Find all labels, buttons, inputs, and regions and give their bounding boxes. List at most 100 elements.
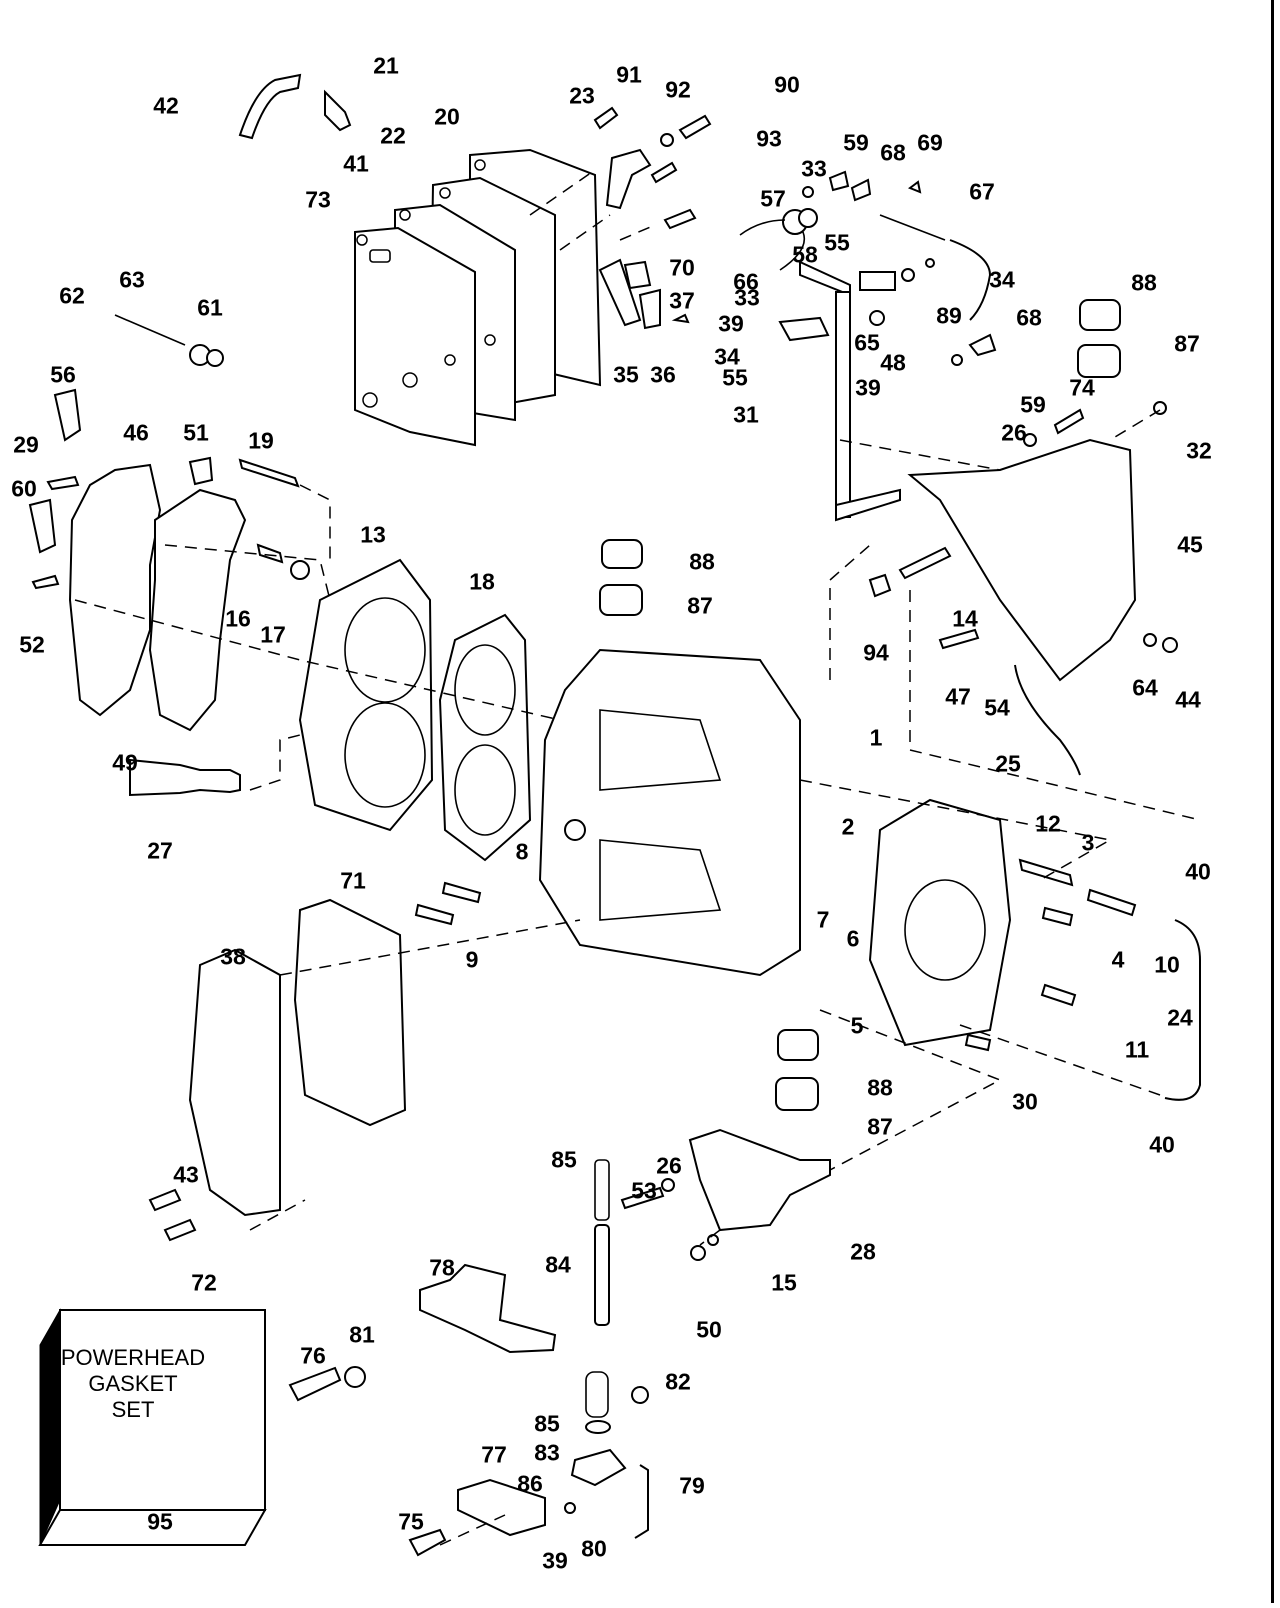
callout-14: 14 bbox=[952, 605, 978, 632]
callout-54: 54 bbox=[984, 694, 1010, 721]
callout-87: 87 bbox=[687, 592, 713, 619]
callout-34: 34 bbox=[714, 343, 740, 370]
callout-65: 65 bbox=[854, 329, 880, 356]
callout-29: 29 bbox=[13, 431, 39, 458]
callout-95: 95 bbox=[147, 1508, 173, 1535]
callout-84: 84 bbox=[545, 1251, 571, 1278]
callout-17: 17 bbox=[260, 621, 286, 648]
callout-43: 43 bbox=[173, 1161, 199, 1188]
callout-70: 70 bbox=[669, 254, 695, 281]
bracket-91 bbox=[593, 106, 712, 210]
callout-34: 34 bbox=[989, 266, 1015, 293]
callout-6: 6 bbox=[846, 925, 860, 952]
crankcase-block-1 bbox=[538, 648, 801, 977]
callout-88: 88 bbox=[689, 548, 715, 575]
callout-83: 83 bbox=[534, 1439, 560, 1466]
gasket-set-line-1: POWERHEAD bbox=[60, 1345, 206, 1370]
callout-77: 77 bbox=[481, 1441, 507, 1468]
callout-68: 68 bbox=[1016, 304, 1042, 331]
callout-25: 25 bbox=[995, 750, 1021, 777]
callout-88: 88 bbox=[867, 1074, 893, 1101]
callout-86: 86 bbox=[517, 1470, 543, 1497]
callout-40: 40 bbox=[1149, 1131, 1175, 1158]
callout-88: 88 bbox=[1131, 269, 1157, 296]
callout-26: 26 bbox=[656, 1152, 682, 1179]
engine-mounts-upper bbox=[599, 299, 1121, 1111]
callout-21: 21 bbox=[373, 52, 399, 79]
callout-51: 51 bbox=[183, 419, 209, 446]
callout-68: 68 bbox=[880, 139, 906, 166]
callout-91: 91 bbox=[616, 61, 642, 88]
crankcase-cover bbox=[868, 798, 1201, 1101]
callout-11: 11 bbox=[1124, 1036, 1150, 1063]
callout-64: 64 bbox=[1132, 674, 1158, 701]
callout-26: 26 bbox=[1001, 419, 1027, 446]
callout-19: 19 bbox=[248, 427, 274, 454]
callout-59: 59 bbox=[1020, 391, 1046, 418]
callout-61: 61 bbox=[197, 294, 223, 321]
callout-39: 39 bbox=[855, 374, 881, 401]
callout-39: 39 bbox=[718, 310, 744, 337]
callout-45: 45 bbox=[1177, 531, 1203, 558]
callout-33: 33 bbox=[801, 155, 827, 182]
callout-24: 24 bbox=[1167, 1004, 1193, 1031]
lever-78 bbox=[419, 1263, 557, 1354]
gasket-set-label: POWERHEAD GASKET SET bbox=[58, 1345, 208, 1423]
callout-78: 78 bbox=[429, 1254, 455, 1281]
callout-5: 5 bbox=[850, 1012, 864, 1039]
shift-shaft-84 bbox=[585, 1159, 611, 1434]
page-border bbox=[1271, 0, 1274, 1603]
callout-63: 63 bbox=[119, 266, 145, 293]
callout-2: 2 bbox=[841, 813, 855, 840]
head-gasket-18 bbox=[438, 613, 532, 862]
hose-42 bbox=[238, 73, 352, 140]
callout-94: 94 bbox=[863, 639, 889, 666]
callout-15: 15 bbox=[771, 1269, 797, 1296]
callout-13: 13 bbox=[360, 521, 386, 548]
callout-53: 53 bbox=[631, 1177, 657, 1204]
callout-37: 37 bbox=[669, 287, 695, 314]
callout-20: 20 bbox=[434, 103, 460, 130]
callout-39: 39 bbox=[542, 1547, 568, 1574]
callout-22: 22 bbox=[380, 122, 406, 149]
callout-58: 58 bbox=[792, 241, 818, 268]
bypass-cover-46 bbox=[28, 388, 310, 732]
callout-57: 57 bbox=[760, 185, 786, 212]
callout-23: 23 bbox=[569, 82, 595, 109]
callout-41: 41 bbox=[343, 150, 369, 177]
callout-46: 46 bbox=[123, 419, 149, 446]
callout-62: 62 bbox=[59, 282, 85, 309]
callout-60: 60 bbox=[11, 475, 37, 502]
callout-36: 36 bbox=[650, 361, 676, 388]
dowel-pins bbox=[414, 881, 482, 926]
callout-18: 18 bbox=[469, 568, 495, 595]
bolt-76 bbox=[288, 1366, 649, 1404]
callout-87: 87 bbox=[867, 1113, 893, 1140]
callout-80: 80 bbox=[581, 1535, 607, 1562]
callout-85: 85 bbox=[551, 1146, 577, 1173]
callout-38: 38 bbox=[220, 943, 246, 970]
callout-55: 55 bbox=[824, 229, 850, 256]
callout-49: 49 bbox=[112, 749, 138, 776]
gasket-set-line-3: SET bbox=[111, 1397, 155, 1422]
callout-85: 85 bbox=[534, 1410, 560, 1437]
assembly-lines bbox=[74, 169, 1201, 1546]
callout-27: 27 bbox=[147, 837, 173, 864]
callout-32: 32 bbox=[1186, 437, 1212, 464]
callout-44: 44 bbox=[1175, 686, 1201, 713]
callout-55: 55 bbox=[722, 364, 748, 391]
detent-assembly bbox=[408, 1448, 649, 1557]
callout-89: 89 bbox=[936, 302, 962, 329]
callout-82: 82 bbox=[665, 1368, 691, 1395]
callout-8: 8 bbox=[515, 838, 529, 865]
callout-72: 72 bbox=[191, 1269, 217, 1296]
callout-4: 4 bbox=[1111, 946, 1125, 973]
gasket-set-box bbox=[38, 1308, 267, 1546]
callout-28: 28 bbox=[850, 1238, 876, 1265]
steering-bracket-45 bbox=[868, 401, 1178, 776]
callout-35: 35 bbox=[613, 361, 639, 388]
callout-12: 12 bbox=[1035, 810, 1061, 837]
callout-47: 47 bbox=[945, 683, 971, 710]
callout-81: 81 bbox=[349, 1321, 375, 1348]
